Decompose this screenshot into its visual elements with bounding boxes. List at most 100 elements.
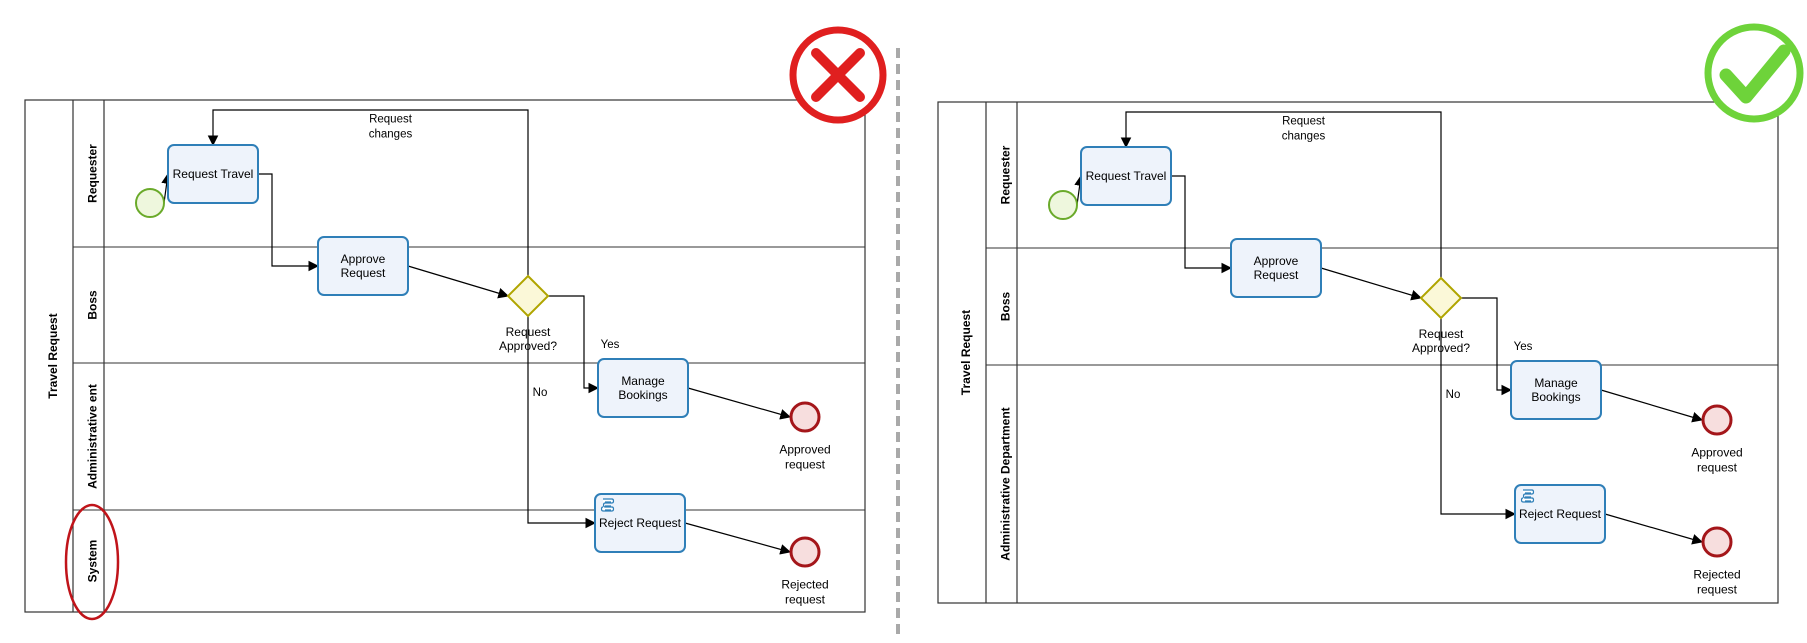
task-manage-bookings-label-line: Manage — [1534, 376, 1578, 390]
task-reject-request-label-line: Reject Request — [599, 516, 682, 530]
gateway-label-line: Request — [1419, 327, 1464, 341]
exclusive-gateway — [1419, 276, 1463, 320]
pool-title: Travel Request — [46, 313, 60, 398]
task-manage-bookings — [597, 358, 689, 418]
lane-title-0: Requester — [999, 145, 1013, 204]
lane-title-2-line: Administrative ent — [86, 384, 100, 489]
label-request-changes-line: Request — [369, 114, 413, 126]
pool-title-line: Travel Request — [46, 313, 60, 398]
gateway-label-line: Request — [506, 325, 551, 339]
flow-reject-to-end — [684, 522, 792, 555]
label-yes-line: Yes — [1514, 341, 1533, 353]
wrong-diagram: Travel Request RequesterBossAdministrativ… — [24, 26, 887, 621]
task-request-travel-label: Request Travel — [173, 167, 254, 181]
lane-title-0-line: Requester — [86, 144, 100, 203]
end-approved-label-line: request — [1697, 461, 1738, 475]
flow-request-changes — [207, 109, 529, 276]
task-approve-request-label-line: Request — [341, 266, 386, 280]
cross-mark-strokes — [811, 48, 865, 102]
script-task-icon — [600, 498, 615, 512]
task-approve-request — [317, 236, 409, 296]
flow-reject-to-end — [1604, 513, 1704, 545]
task-approve-request-label-line: Approve — [1254, 254, 1299, 268]
lane-title-1-line: Boss — [999, 292, 1013, 322]
flow-yes — [1461, 297, 1513, 396]
flow-request-to-approve — [258, 173, 320, 272]
flow-request-to-approve — [1171, 175, 1233, 274]
label-no: No — [1446, 389, 1461, 401]
task-request-travel-label-line: Request Travel — [173, 167, 254, 181]
task-manage-bookings-label-line: Bookings — [618, 388, 667, 402]
flow-manage-to-end — [1600, 389, 1704, 423]
end-event-approved — [789, 401, 821, 433]
lane-title-2: Administrative ent — [86, 384, 100, 489]
task-approve-request-label-line: Approve — [341, 252, 386, 266]
flow-no — [527, 316, 597, 529]
end-rejected-label-line: request — [1697, 583, 1738, 597]
task-manage-bookings — [1510, 360, 1602, 420]
flow-no — [1440, 318, 1517, 520]
task-manage-bookings-label-line: Bookings — [1531, 390, 1580, 404]
task-reject-request — [594, 493, 686, 553]
lane-title-1: Boss — [86, 290, 100, 320]
task-reject-request-label: Reject Request — [599, 516, 682, 530]
start-event — [1048, 190, 1078, 220]
end-approved-label-line: Approved — [779, 443, 830, 457]
pool-title-line: Travel Request — [959, 310, 973, 395]
task-request-travel — [1080, 146, 1172, 206]
lane-title-1: Boss — [999, 292, 1013, 322]
right-diagram: Travel Request RequesterBossAdministrativ… — [937, 23, 1804, 604]
flow-approve-to-gateway — [1320, 267, 1423, 301]
label-request-changes: Request changes — [369, 114, 413, 141]
pool-title: Travel Request — [959, 310, 973, 395]
label-request-changes-line: Request — [1282, 116, 1326, 128]
end-event-approved — [1701, 404, 1733, 436]
end-event-rejected — [1701, 526, 1733, 558]
lane-title-0-line: Requester — [999, 145, 1013, 204]
flow-approve-to-gateway — [407, 265, 510, 299]
label-no: No — [533, 387, 548, 399]
end-rejected-label-line: Rejected — [1693, 568, 1740, 582]
task-approve-request — [1230, 238, 1322, 298]
task-reject-request — [1514, 484, 1606, 544]
task-reject-request-label-line: Reject Request — [1519, 507, 1602, 521]
task-request-travel-label: Request Travel — [1086, 169, 1167, 183]
end-rejected-label-line: Rejected — [781, 578, 828, 592]
flow-manage-to-end — [687, 387, 792, 420]
task-request-travel-label-line: Request Travel — [1086, 169, 1167, 183]
lane-title-2: Administrative Department — [999, 407, 1013, 560]
flow-yes — [548, 295, 600, 394]
task-reject-request-label: Reject Request — [1519, 507, 1602, 521]
start-event — [135, 188, 165, 218]
label-yes-line: Yes — [601, 339, 620, 351]
end-event-rejected — [789, 536, 821, 568]
label-request-changes-line: changes — [369, 129, 413, 141]
flow-request-changes — [1120, 111, 1442, 278]
end-approved-label-line: request — [785, 458, 826, 472]
highlight-ellipse — [64, 503, 120, 621]
script-task-icon — [1520, 489, 1535, 503]
label-no-line: No — [533, 387, 548, 399]
end-approved-label-line: Approved — [1691, 446, 1742, 460]
lane-title-2-line: Administrative Department — [999, 407, 1013, 560]
check-mark-strokes — [1719, 44, 1791, 104]
lane-title-3-line: System — [86, 540, 100, 583]
exclusive-gateway — [506, 274, 550, 318]
label-yes: Yes — [1514, 341, 1533, 353]
label-request-changes-line: changes — [1282, 131, 1326, 143]
lane-title-0: Requester — [86, 144, 100, 203]
label-yes: Yes — [601, 339, 620, 351]
task-request-travel — [167, 144, 259, 204]
end-rejected-label-line: request — [785, 593, 826, 607]
